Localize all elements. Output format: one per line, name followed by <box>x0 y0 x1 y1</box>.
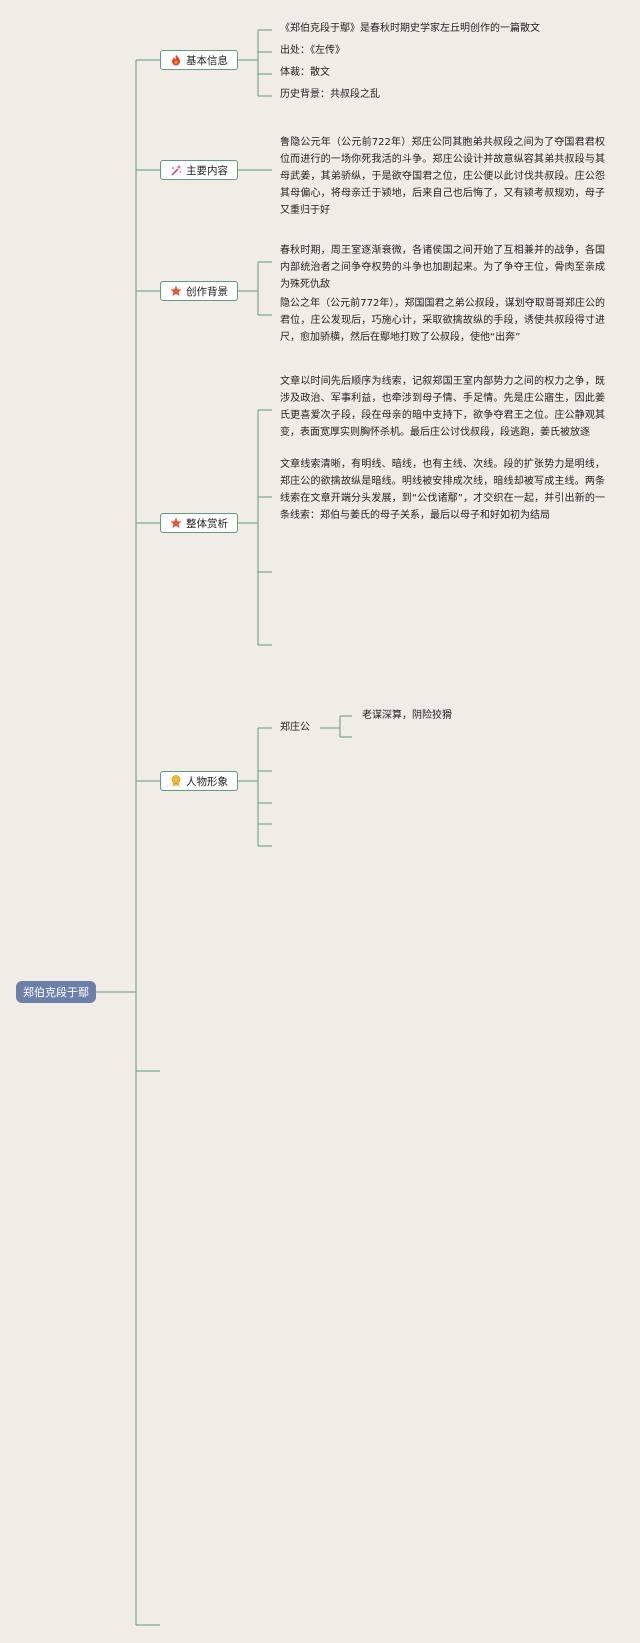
basic-info-item: 历史背景：共叔段之乱 <box>280 89 380 100</box>
appreciation-text: 文章以时间先后顺序为线索，记叙郑国王室内部势力之间的权力之争，既涉及政治、军事利… <box>280 376 605 438</box>
star-icon <box>170 285 182 297</box>
basic-info-item: 《郑伯克段于鄢》是春秋时期史学家左丘明创作的一篇散文 <box>280 23 540 34</box>
appreciation-text: 文章线索清晰，有明线、暗线，也有主线、次线。段的扩张势力是明线，郑庄公的欲擒故纵… <box>280 459 605 521</box>
character-name: 郑庄公 <box>280 722 310 733</box>
branch-label: 整体赏析 <box>186 517 228 530</box>
medal-icon <box>170 775 182 787</box>
fire-icon <box>170 54 182 66</box>
sparkle-wand-icon <box>170 164 182 176</box>
basic-info-item: 出处：《左传》 <box>280 45 345 56</box>
background-text: 隐公之年（公元前772年），郑国国君之弟公叔段，谋划夺取哥哥郑庄公的君位，庄公发… <box>280 298 605 343</box>
background-text: 春秋时期，周王室逐渐衰微，各诸侯国之间开始了互相兼并的战争，各国内部统治者之间争… <box>280 245 605 290</box>
character-trait: 老谋深算，阴险狡猾 <box>362 710 452 721</box>
root-node[interactable]: 郑伯克段于鄢 <box>16 981 96 1003</box>
star-icon <box>170 517 182 529</box>
branch-main-content[interactable]: 主要内容 <box>160 160 238 180</box>
root-label: 郑伯克段于鄢 <box>23 986 89 999</box>
branch-label: 人物形象 <box>186 775 228 788</box>
main-content-text: 鲁隐公元年（公元前722年）郑庄公同其胞弟共叔段之间为了夺国君君权位而进行的一场… <box>280 137 605 216</box>
basic-info-item: 体裁：散文 <box>280 67 330 78</box>
branch-creative-background[interactable]: 创作背景 <box>160 281 238 301</box>
branch-label: 创作背景 <box>186 285 228 298</box>
branch-label: 主要内容 <box>186 164 228 177</box>
branch-characters[interactable]: 人物形象 <box>160 771 238 791</box>
branch-label: 基本信息 <box>186 54 228 67</box>
branch-appreciation[interactable]: 整体赏析 <box>160 513 238 533</box>
branch-basic-info[interactable]: 基本信息 <box>160 50 238 70</box>
